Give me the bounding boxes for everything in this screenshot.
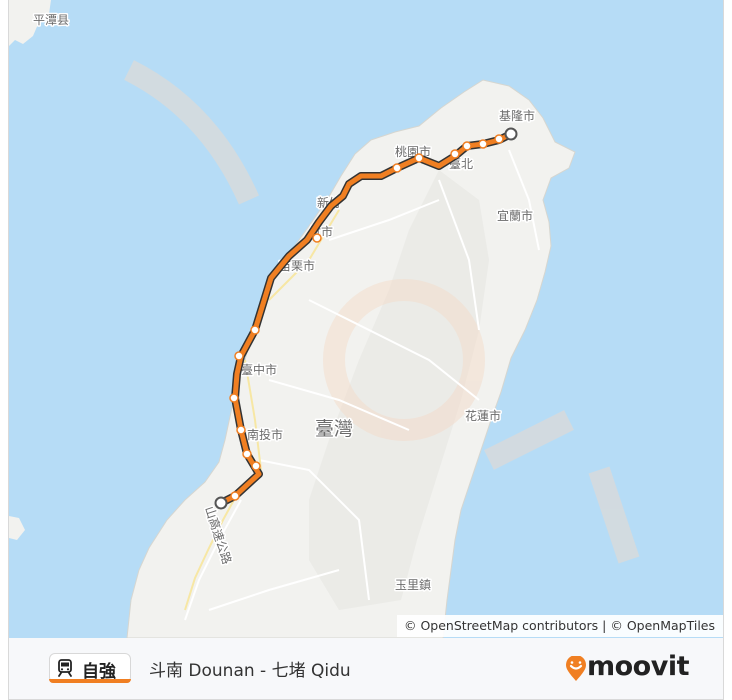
stop[interactable] <box>230 491 240 501</box>
road-network-yellow <box>184 209 340 611</box>
label-nantou: 南投市 <box>247 427 283 442</box>
label-taichung: 臺中市 <box>241 362 277 377</box>
label-keelung: 基隆市 <box>499 108 535 123</box>
road-network <box>184 149 540 621</box>
stop[interactable] <box>414 153 424 163</box>
stop[interactable] <box>251 461 261 471</box>
stop[interactable] <box>462 141 472 151</box>
line-color-bar <box>49 679 131 683</box>
stop-end[interactable] <box>504 127 518 141</box>
map-attribution[interactable]: © OpenStreetMap contributors | © OpenMap… <box>396 615 723 637</box>
stop[interactable] <box>450 149 460 159</box>
route-footer: 自強 斗南 Dounan - 七堵 Qidu moovit <box>9 638 723 699</box>
line-name: 自強 <box>82 662 116 682</box>
terrain-shade <box>309 170 489 610</box>
stop[interactable] <box>494 134 504 144</box>
stop[interactable] <box>392 163 402 173</box>
moovit-logo-icon <box>566 656 586 681</box>
route-line <box>217 130 515 507</box>
brand-name: moovit <box>587 651 690 682</box>
map-card: 平潭县 基隆市 桃園市 臺北 新竹 竹市 苗栗市 宜蘭市 臺中市 南投市 臺灣 … <box>8 0 724 700</box>
island-pingtan <box>9 0 51 46</box>
watermark <box>123 60 640 564</box>
stop[interactable] <box>242 449 252 459</box>
label-taiwan: 臺灣 <box>315 418 353 440</box>
stop[interactable] <box>236 425 246 435</box>
stop[interactable] <box>250 325 260 335</box>
island-small <box>9 516 25 540</box>
stop[interactable] <box>229 393 239 403</box>
label-hualien: 花蓮市 <box>465 408 501 423</box>
stop[interactable] <box>478 139 488 149</box>
stop-start[interactable] <box>214 496 228 510</box>
train-icon <box>58 659 72 677</box>
route-title: 斗南 Dounan - 七堵 Qidu <box>149 661 351 681</box>
moovit-logo[interactable]: moovit <box>565 651 690 684</box>
route-stops <box>214 127 518 510</box>
label-yilan: 宜蘭市 <box>497 208 533 223</box>
line-badge[interactable]: 自強 <box>49 653 131 683</box>
stop[interactable] <box>234 351 244 361</box>
label-yuli: 玉里鎮 <box>395 577 431 592</box>
route-map[interactable]: 平潭县 基隆市 桃園市 臺北 新竹 竹市 苗栗市 宜蘭市 臺中市 南投市 臺灣 … <box>9 0 724 638</box>
stop[interactable] <box>312 233 322 243</box>
label-pingtan: 平潭县 <box>33 13 69 27</box>
